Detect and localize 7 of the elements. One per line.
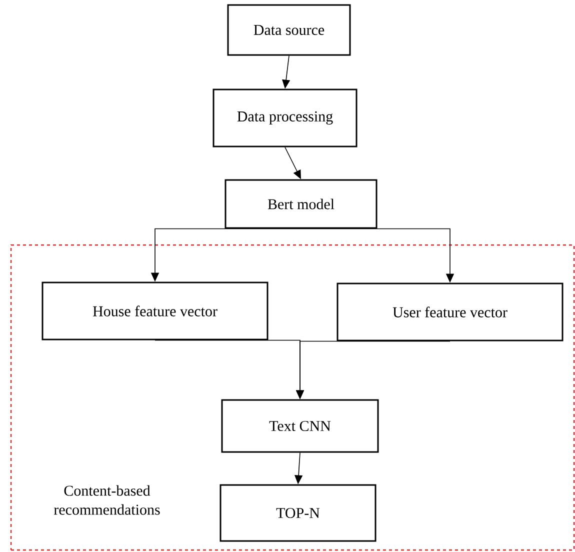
process-box: Data processing bbox=[212, 88, 358, 148]
process-box: House feature vector bbox=[42, 282, 268, 340]
process-box: TOP-N bbox=[220, 484, 376, 542]
process-box: User feature vector bbox=[336, 282, 564, 342]
process-box: Text CNN bbox=[221, 399, 379, 453]
process-box: Bert model bbox=[224, 179, 378, 229]
process-box: Data source bbox=[227, 4, 351, 56]
